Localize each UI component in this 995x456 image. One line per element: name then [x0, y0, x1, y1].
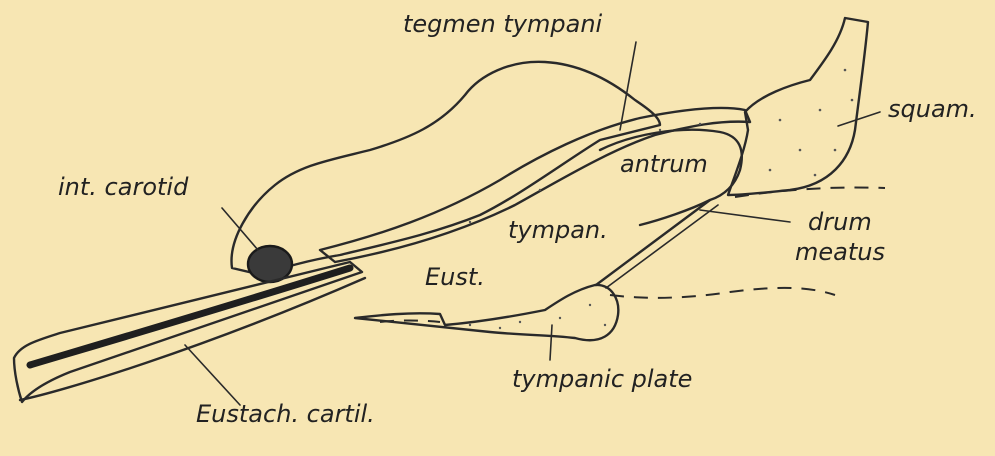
leader-carotid: [222, 208, 258, 250]
label-int-carotid: int. carotid: [58, 175, 188, 199]
drum-membrane-inner: [606, 205, 718, 288]
leader-drum: [700, 210, 790, 222]
leader-tegmen: [620, 42, 636, 130]
label-eust: Eust.: [425, 265, 485, 289]
label-meatus: meatus: [795, 240, 885, 264]
eustachian-lower-edge: [20, 278, 365, 400]
label-squam: squam.: [888, 97, 977, 121]
label-drum: drum: [808, 210, 872, 234]
label-tympan: tympan.: [508, 218, 608, 242]
leader-tympanic-plate: [550, 325, 552, 360]
label-tegmen-tympani: tegmen tympani: [403, 12, 602, 36]
plate-lower-dash: [380, 321, 440, 323]
leader-eustach: [185, 345, 240, 405]
drum-membrane: [596, 200, 710, 285]
label-antrum: antrum: [620, 152, 708, 176]
label-tympanic-plate: tympanic plate: [512, 367, 692, 391]
label-eustach-cartil: Eustach. cartil.: [196, 402, 375, 426]
meatus-lower-dash: [610, 288, 835, 298]
leader-squam: [838, 112, 880, 126]
squamous-bone: [728, 18, 868, 195]
tympanic-plate-shape: [355, 285, 618, 340]
